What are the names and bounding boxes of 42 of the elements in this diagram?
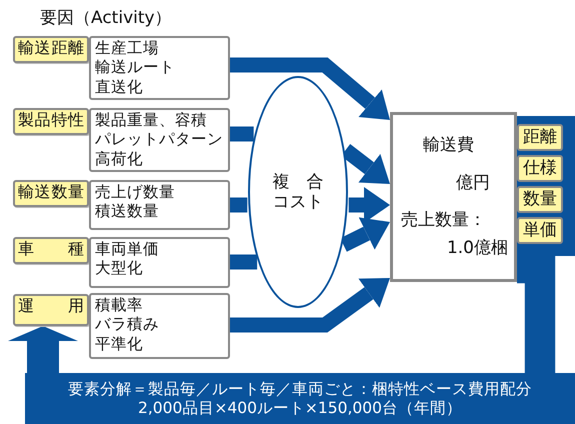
factor-item: 高荷化: [95, 150, 144, 170]
factor-item: 車両単価: [95, 240, 160, 260]
factor-tag: 輸送距離: [13, 36, 89, 63]
factor-item: 売上げ数量: [95, 183, 176, 202]
heading: 要因（Activity）: [40, 7, 172, 29]
factor-item: 直送化: [95, 78, 144, 98]
factor-box: [89, 36, 230, 100]
cost-tag: 距離: [517, 124, 563, 151]
arrow: [340, 217, 390, 252]
cost-tag: 仕様: [517, 155, 563, 182]
cost-text: 売上数量：: [401, 209, 486, 231]
cost-tag: 単価: [517, 217, 563, 244]
summary-text: 2,000品目×400ルート×150,000台（年間）: [138, 398, 462, 418]
factor-box: [89, 237, 230, 288]
factor-item: 大型化: [95, 259, 144, 279]
factor-tag: 製品特性: [13, 108, 89, 135]
cost-box: [390, 112, 517, 282]
factor-item: パレットパターン: [95, 130, 224, 150]
cost-tag: 数量: [517, 186, 563, 213]
factor-tag: 運 用: [13, 294, 89, 326]
factor-item: 製品重量、容積: [95, 111, 208, 130]
cost-text: 1.0億梱: [446, 237, 508, 259]
factor-item: 積載率: [95, 296, 144, 316]
factor-box: [89, 293, 230, 359]
factor-item: 輸送ルート: [95, 58, 176, 78]
factor-item: バラ積み: [95, 315, 160, 335]
arrow: [230, 278, 390, 332]
cost-text: 輸送費: [423, 134, 474, 156]
factor-box: [89, 180, 230, 230]
factor-item: 平準化: [95, 334, 144, 354]
cost-text: 億円: [456, 172, 490, 194]
ellipse-label: 複 合: [272, 172, 324, 192]
summary-band: [25, 373, 575, 424]
arrow: [230, 58, 390, 120]
factor-box: [89, 108, 230, 172]
factor-item: 生産工場: [95, 39, 160, 58]
factor-item: 積送数量: [95, 202, 160, 222]
factor-tag: 車 種: [13, 237, 89, 264]
arrow: [8, 326, 78, 373]
factor-tag: 輸送数量: [13, 180, 89, 207]
ellipse-label: コスト: [272, 192, 324, 212]
summary-text: 要素分解＝製品毎／ルート毎／車両ごと：梱特性ベース費用配分: [68, 380, 532, 398]
